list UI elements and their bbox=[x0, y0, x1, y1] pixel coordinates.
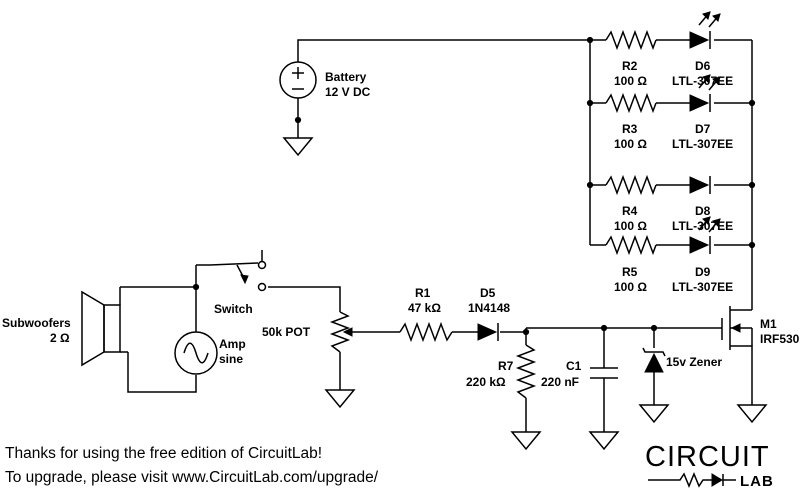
switch-label: Switch bbox=[214, 302, 253, 316]
r1-label: R1 bbox=[415, 286, 431, 300]
potentiometer-symbol bbox=[329, 311, 358, 353]
d9-value: LTL-307EE bbox=[672, 280, 733, 294]
pot-label: 50k POT bbox=[262, 325, 311, 339]
switch-symbol bbox=[196, 250, 267, 292]
zener-diode bbox=[642, 347, 666, 373]
ground-battery bbox=[282, 137, 314, 157]
amp-symbol bbox=[174, 331, 218, 375]
junction-dots bbox=[192, 36, 756, 336]
led-d7 bbox=[689, 74, 721, 112]
speaker-symbol bbox=[81, 290, 121, 367]
resistor-r3 bbox=[605, 92, 657, 114]
resistor-r1 bbox=[399, 321, 453, 343]
speaker-label: Subwoofers bbox=[2, 316, 71, 330]
ground-zener bbox=[638, 404, 670, 424]
r1-value: 47 kΩ bbox=[408, 301, 441, 315]
m1-label: M1 bbox=[760, 317, 777, 331]
m1-value: IRF530 bbox=[760, 332, 800, 346]
led-d9 bbox=[689, 216, 721, 254]
ground-pot bbox=[324, 389, 356, 409]
zener-label: 15v Zener bbox=[666, 355, 722, 369]
capacitor-c1 bbox=[590, 367, 618, 379]
r4-value: 100 Ω bbox=[614, 219, 647, 233]
d8-label: D8 bbox=[695, 204, 711, 218]
d9-label: D9 bbox=[695, 265, 711, 279]
d6-value: LTL-307EE bbox=[672, 74, 733, 88]
footer-line-1: Thanks for using the free edition of Cir… bbox=[5, 445, 322, 462]
resistor-r2 bbox=[605, 29, 657, 51]
wires bbox=[119, 39, 753, 432]
amp-value: sine bbox=[219, 352, 243, 366]
logo-top-text: CIRCUIT bbox=[645, 441, 770, 473]
resistor-r5 bbox=[605, 234, 657, 256]
footer-line-2[interactable]: To upgrade, please visit www.CircuitLab.… bbox=[5, 469, 379, 486]
r2-label: R2 bbox=[622, 59, 638, 73]
led-d6 bbox=[689, 11, 721, 49]
ground-c1 bbox=[588, 431, 620, 451]
resistor-r7 bbox=[515, 344, 537, 399]
battery-label: Battery bbox=[325, 70, 367, 84]
r4-label: R4 bbox=[622, 204, 638, 218]
mosfet-m1 bbox=[721, 306, 753, 350]
d5-value: 1N4148 bbox=[468, 301, 510, 315]
r7-value: 220 kΩ bbox=[466, 375, 506, 389]
d7-label: D7 bbox=[695, 122, 711, 136]
d5-label: D5 bbox=[480, 286, 496, 300]
r3-value: 100 Ω bbox=[614, 137, 647, 151]
r7-label: R7 bbox=[498, 359, 514, 373]
resistor-r4 bbox=[605, 174, 657, 196]
battery-symbol bbox=[279, 61, 317, 99]
diode-d5 bbox=[477, 323, 499, 341]
r5-value: 100 Ω bbox=[614, 280, 647, 294]
battery-value: 12 V DC bbox=[325, 85, 371, 99]
logo-bottom-text: LAB bbox=[740, 473, 774, 488]
speaker-value: 2 Ω bbox=[50, 331, 70, 345]
r2-value: 100 Ω bbox=[614, 74, 647, 88]
ground-mosfet bbox=[736, 404, 768, 424]
ground-r7 bbox=[510, 431, 542, 451]
r5-label: R5 bbox=[622, 265, 638, 279]
led-d8 bbox=[689, 176, 711, 194]
c1-value: 220 nF bbox=[541, 375, 579, 389]
amp-label: Amp bbox=[219, 337, 246, 351]
c1-label: C1 bbox=[566, 359, 582, 373]
r3-label: R3 bbox=[622, 122, 638, 136]
d8-value: LTL-307EE bbox=[672, 219, 733, 233]
circuitlab-logo: CIRCUIT LAB bbox=[645, 441, 774, 488]
d7-value: LTL-307EE bbox=[672, 137, 733, 151]
d6-label: D6 bbox=[695, 59, 711, 73]
